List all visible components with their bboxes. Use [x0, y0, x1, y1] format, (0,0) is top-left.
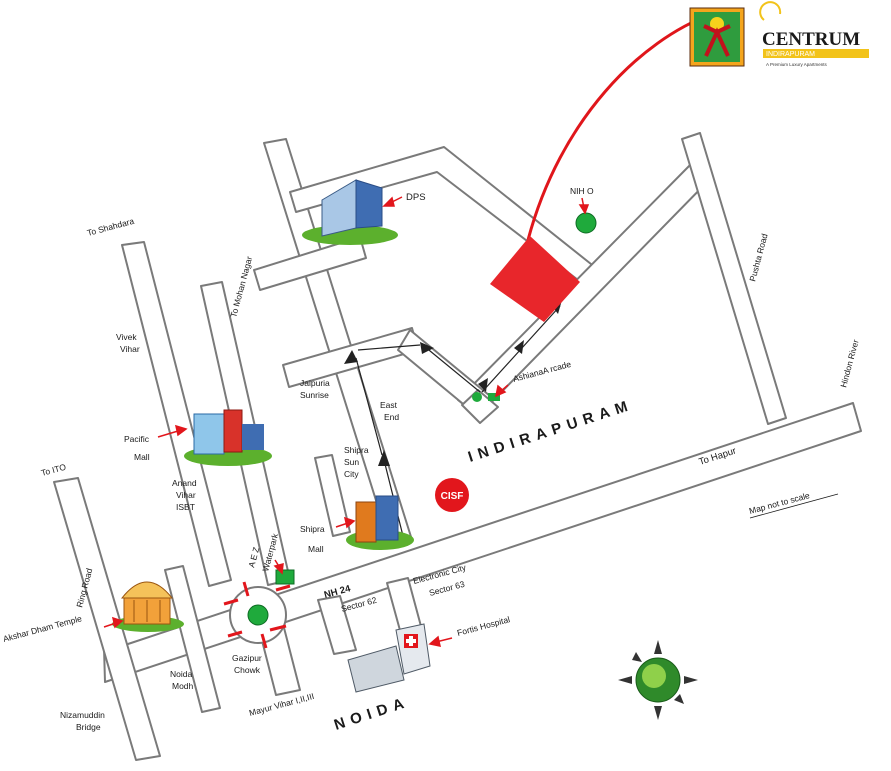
road-sector62: [317, 595, 357, 655]
logo-subtitle: A Premium Luxury Apartments: [766, 62, 828, 67]
label-pacific-1: Pacific: [124, 434, 150, 444]
label-noida: NOIDA: [332, 693, 412, 733]
label-shipra-mall-2: Mall: [308, 544, 324, 554]
road-shipra-sun: [314, 454, 351, 537]
scale-note-underline: [749, 493, 839, 519]
cisf-label: CISF: [441, 491, 464, 502]
centrum-logo: CENTRUM INDIRAPURAM A Premium Luxury Apa…: [759, 1, 869, 67]
label-east-2: End: [384, 412, 399, 422]
label-nizamuddin-2: Bridge: [76, 722, 101, 732]
label-pacific-2: Mall: [134, 452, 150, 462]
label-shipra-sun-2: Sun: [344, 457, 359, 467]
roundabout-marker[interactable]: [247, 604, 269, 626]
fortis-hospital-icon: [347, 623, 431, 693]
logo-name: CENTRUM: [762, 29, 860, 50]
akshar-dham-temple-icon: [112, 581, 184, 632]
label-anand-1: Anand: [172, 478, 197, 488]
label-pushta-road: Pushta Road: [747, 232, 769, 282]
compass-icon: [618, 640, 698, 720]
route-arrows: [344, 300, 562, 541]
label-akshar: Akshar Dham Temple: [2, 613, 83, 644]
road-dps-west: [253, 236, 367, 291]
label-vivek-2: Vihar: [120, 344, 140, 354]
ashiana-building-marker: [488, 393, 500, 401]
label-fortis: Fortis Hospital: [456, 614, 511, 638]
label-noida-moth-1: Noida: [170, 669, 192, 679]
label-to-shahdara: To Shahdara: [86, 216, 135, 238]
label-shipra-mall-1: Shipra: [300, 524, 325, 534]
label-shipra-sun-1: Shipra: [344, 445, 369, 455]
label-jaipuria-2: Sunrise: [300, 390, 329, 400]
aez-waterpark-marker[interactable]: [275, 569, 295, 585]
arrow-up-2: [344, 350, 358, 364]
project-logo-emblem: [689, 7, 745, 67]
road-noida-moth: [164, 565, 221, 713]
label-electronic-2: Sector 63: [428, 579, 466, 598]
label-shipra-sun-3: City: [344, 469, 359, 479]
arrow-diag-1: [514, 340, 524, 354]
scale-note: Map not to scale: [748, 490, 811, 516]
pacific-mall-building-icon: [184, 409, 272, 466]
label-dps: DPS: [406, 192, 426, 203]
label-to-ito: To ITO: [40, 462, 67, 478]
label-aez-1: A E Z: [246, 546, 261, 569]
gazipur-roundabout: [223, 581, 291, 649]
project-site-marker[interactable]: [490, 236, 580, 322]
label-to-mohan-nagar: To Mohan Nagar: [228, 255, 254, 318]
label-gazipur-1: Gazipur: [232, 653, 262, 663]
dps-building-icon: [302, 179, 398, 245]
label-anand-3: ISBT: [176, 502, 195, 512]
cisf-marker[interactable]: [435, 478, 469, 512]
label-anand-2: Vihar: [176, 490, 196, 500]
label-nizamuddin-1: Nizamuddin: [60, 710, 105, 720]
label-east-1: East: [380, 400, 398, 410]
road-ring: [53, 477, 161, 761]
road-network: [53, 132, 862, 761]
arrow-up-1: [378, 450, 390, 466]
label-hindon-river: Hindon River: [838, 338, 860, 388]
label-vivek-1: Vivek: [116, 332, 137, 342]
site-pointer-curve: [526, 12, 713, 241]
logo-tagline: INDIRAPURAM: [766, 51, 815, 58]
road-vivek-vihar: [121, 241, 232, 587]
label-noida-moth-2: Modh: [172, 681, 194, 691]
label-jaipuria-1: Jaipuria: [300, 378, 330, 388]
shipra-mall-building-icon: [346, 495, 414, 550]
road-pushta: [681, 132, 787, 425]
label-niho: NIH O: [570, 186, 594, 196]
niho-marker[interactable]: [575, 212, 597, 234]
label-gazipur-2: Chowk: [234, 665, 261, 675]
label-mayur-vihar: Mayur Vihar I,II,III: [248, 691, 315, 718]
pointer-arrows: [103, 196, 590, 647]
ashiana-marker[interactable]: [472, 392, 482, 402]
